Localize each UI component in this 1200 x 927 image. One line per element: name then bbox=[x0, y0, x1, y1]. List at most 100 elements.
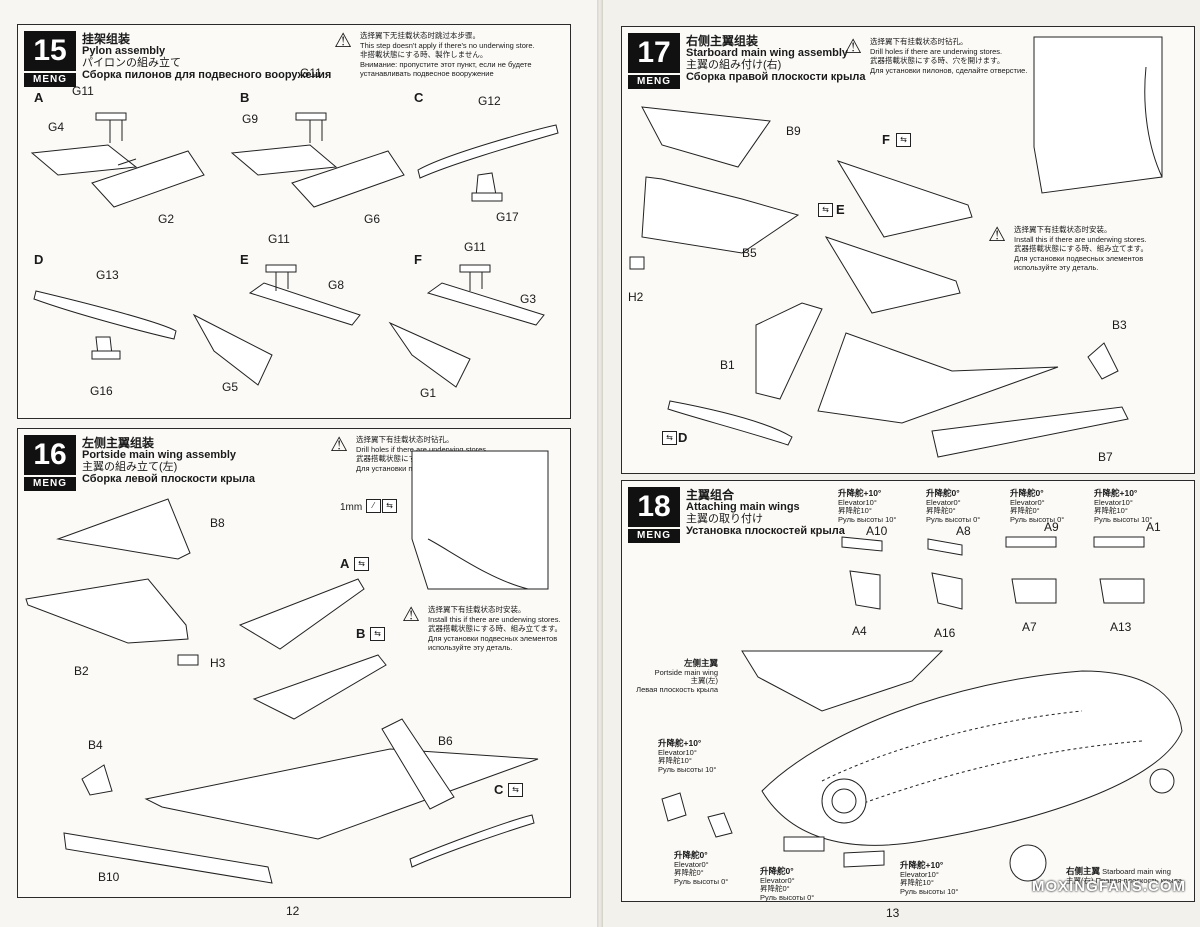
step-title: 主翼组合 Attaching main wings 主翼の取り付け Устано… bbox=[686, 489, 845, 537]
part-label: G13 bbox=[96, 268, 119, 282]
portside-wing-caption: 左侧主翼 Portside main wing 主翼(左) Левая плос… bbox=[628, 659, 718, 694]
caption-ru: Правая плоскость крыла bbox=[1095, 875, 1183, 885]
page-number-left: 12 bbox=[286, 904, 300, 918]
title-ja: 主翼の取り付け bbox=[686, 513, 763, 525]
part-label: B5 bbox=[742, 246, 757, 260]
part-label: A8 bbox=[956, 524, 971, 538]
part-label: G1 bbox=[420, 386, 437, 400]
warning-icon: ⚠ bbox=[330, 434, 348, 456]
option-icon: ⇆ bbox=[382, 499, 397, 513]
caption-en: Portside main wing bbox=[654, 667, 718, 677]
note-line: 选择翼下有挂载状态时钻孔。 bbox=[356, 435, 454, 444]
warning-note: ⚠ 选择翼下无挂载状态时跳过本步骤。 This step doesn't app… bbox=[334, 31, 566, 79]
part-label: A13 bbox=[1110, 620, 1132, 634]
install-note: ⚠ 选择翼下有挂载状态时安装。 Install this if there ar… bbox=[402, 605, 568, 653]
caption-ja: 昇降舵0° bbox=[674, 868, 704, 877]
caption-zh: 升降舵+10° bbox=[1094, 488, 1138, 498]
caption-ru: Руль высоты 10° bbox=[838, 514, 897, 524]
sub-label-f: F bbox=[414, 252, 422, 267]
sub-label-d: D bbox=[34, 252, 44, 267]
install-note: ⚠ 选择翼下有挂载状态时安装。 Install this if there ar… bbox=[988, 225, 1178, 273]
step-15-panel: 15 MENG 挂架组装 Pylon assembly パイロンの組み立て Сб… bbox=[17, 24, 571, 419]
option-icon: ⇆ bbox=[896, 133, 911, 147]
part-label: B4 bbox=[88, 738, 103, 752]
caption-en: Starboard main wing bbox=[1102, 867, 1171, 876]
note-line: Для установки подвесных элементов bbox=[1014, 253, 1144, 263]
step-number: 18 bbox=[628, 487, 680, 527]
title-en: Portside main wing assembly bbox=[82, 449, 237, 461]
caption-zh: 升降舵0° bbox=[674, 850, 708, 860]
elevator-caption: 升降舵0° Elevator0° 昇降舵0° Руль высоты 0° bbox=[674, 851, 728, 886]
part-label: B8 bbox=[210, 516, 225, 530]
part-label: G16 bbox=[90, 384, 113, 398]
step-number: 15 bbox=[24, 31, 76, 71]
part-label: A10 bbox=[866, 524, 888, 538]
elevator-caption: 升降舵0° Elevator0° 昇降舵0° Руль высоты 0° bbox=[1010, 489, 1064, 524]
part-label: B1 bbox=[720, 358, 735, 372]
warning-icon: ⚠ bbox=[334, 30, 352, 52]
elevator-caption: 升降舵+10° Elevator10° 昇降舵10° Руль высоты 1… bbox=[838, 489, 896, 524]
note-line: Install this if there are underwing stor… bbox=[428, 614, 561, 624]
sub-label-a: A bbox=[340, 556, 350, 571]
caption-zh: 升降舵0° bbox=[926, 488, 960, 498]
caption-zh: 左侧主翼 bbox=[683, 658, 718, 668]
option-icon: ⇆ bbox=[508, 783, 523, 797]
part-label: A4 bbox=[852, 624, 867, 638]
part-label: B7 bbox=[1098, 450, 1113, 464]
option-icon: ⇆ bbox=[370, 627, 385, 641]
part-label: B9 bbox=[786, 124, 801, 138]
meng-logo: MENG bbox=[628, 75, 680, 89]
part-label: B10 bbox=[98, 870, 120, 884]
title-ja: パイロンの組み立て bbox=[82, 57, 181, 69]
starboard-wing-caption: 右侧主翼 Starboard main wing 主翼(右) Правая пл… bbox=[1066, 867, 1182, 885]
step-title: 挂架组装 Pylon assembly パイロンの組み立て Сборка пил… bbox=[82, 33, 331, 81]
part-label: G9 bbox=[242, 112, 259, 126]
part-label: A1 bbox=[1146, 520, 1161, 534]
caption-en: Elevator0° bbox=[926, 497, 961, 507]
caption-en: Elevator0° bbox=[1010, 497, 1045, 507]
sub-label-f: F bbox=[882, 132, 890, 147]
title-zh: 挂架组装 bbox=[82, 32, 131, 46]
option-icon: ⇆ bbox=[354, 557, 369, 571]
title-ru: Сборка левой плоскости крыла bbox=[82, 473, 255, 485]
warning-icon: ⚠ bbox=[402, 604, 420, 626]
elevator-caption: 升降舵0° Elevator0° 昇降舵0° Руль высоты 0° bbox=[926, 489, 980, 524]
note-line: устанавливать подвесное вооружение bbox=[360, 69, 494, 78]
part-label: A16 bbox=[934, 626, 956, 640]
step-number: 16 bbox=[24, 435, 76, 475]
step-title: 右侧主翼组装 Starboard main wing assembly 主翼の組… bbox=[686, 35, 866, 83]
caption-zh: 右侧主翼 bbox=[1066, 866, 1101, 876]
title-ru: Сборка пилонов для подвесного вооружения bbox=[82, 69, 332, 81]
note-line: используйте эту деталь. bbox=[428, 643, 513, 652]
note-line: Для установки пилонов, сделайте отверсти… bbox=[870, 65, 1028, 75]
sub-label-c: C bbox=[494, 782, 504, 797]
caption-ja: 主翼(右) bbox=[1066, 875, 1094, 885]
step-number: 17 bbox=[628, 33, 680, 73]
caption-en: Elevator10° bbox=[658, 747, 697, 757]
step-18-panel: 18 MENG 主翼组合 Attaching main wings 主翼の取り付… bbox=[621, 480, 1195, 902]
step-title: 左侧主翼组装 Portside main wing assembly 主翼の組み… bbox=[82, 437, 255, 485]
part-label: G8 bbox=[328, 278, 345, 292]
note-line: Внимание: пропустите этот пункт, если не… bbox=[360, 59, 532, 69]
caption-en: Elevator0° bbox=[674, 859, 709, 869]
note-line: 武器搭載状態にする時、組み立てます。 bbox=[428, 624, 562, 633]
title-ja: 主翼の組み立て(左) bbox=[82, 461, 178, 473]
caption-ru: Руль высоты 10° bbox=[1094, 514, 1153, 524]
note-line: используйте эту деталь. bbox=[1014, 263, 1099, 272]
title-en: Attaching main wings bbox=[686, 501, 800, 513]
part-label: G2 bbox=[158, 212, 175, 226]
drill-note: ⚠ 选择翼下有挂载状态时钻孔。 Drill holes if there are… bbox=[844, 37, 1044, 75]
caption-zh: 升降舵0° bbox=[760, 866, 794, 876]
part-label: G11 bbox=[268, 232, 290, 246]
step-number-badge: 18 MENG bbox=[628, 487, 680, 545]
page-fold bbox=[597, 0, 603, 927]
part-label: G17 bbox=[496, 210, 519, 224]
step-16-panel: 16 MENG 左侧主翼组装 Portside main wing assemb… bbox=[17, 428, 571, 898]
caption-ru: Руль высоты 0° bbox=[1010, 514, 1065, 524]
page-number-right: 13 bbox=[886, 906, 900, 920]
part-label: B3 bbox=[1112, 318, 1127, 332]
caption-ru: Руль высоты 0° bbox=[760, 892, 815, 902]
sub-label-e: E bbox=[240, 252, 249, 267]
sub-label-d: D bbox=[678, 430, 688, 445]
part-label: G3 bbox=[520, 292, 537, 306]
